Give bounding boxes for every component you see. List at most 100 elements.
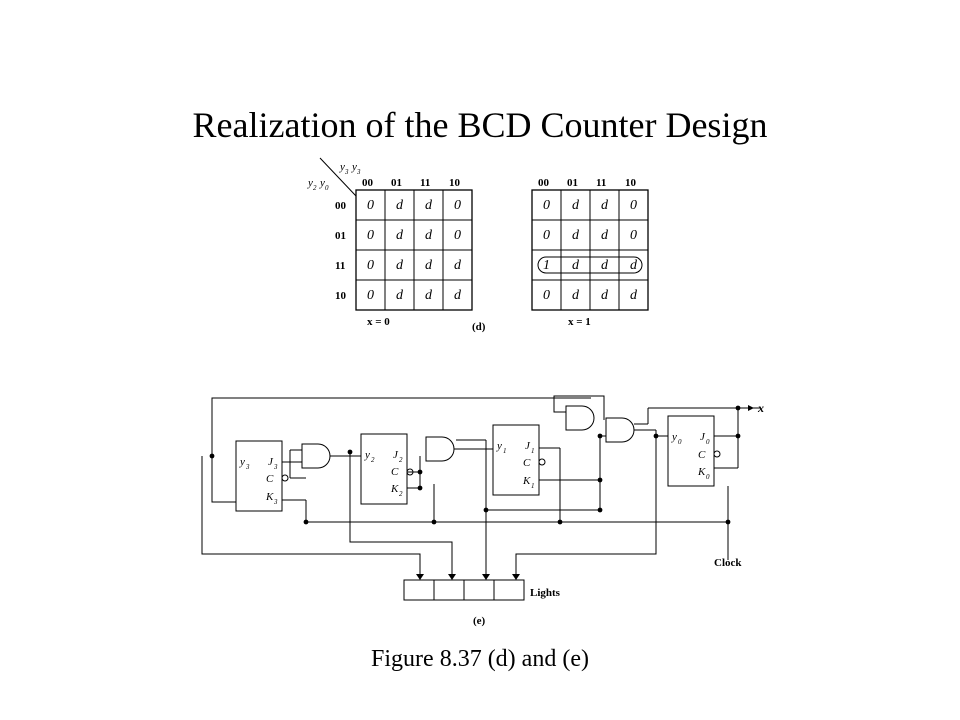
map0-cell: d: [454, 288, 462, 303]
svg-text:J: J: [700, 431, 706, 443]
figure-caption: Figure 8.37 (d) and (e): [371, 646, 589, 672]
map0-cell: d: [396, 258, 404, 273]
ff-labels: y 3 J 3 C K 3 y 2 J 2 C K 2 y 1 J 1 C K …: [239, 431, 710, 506]
svg-text:3: 3: [273, 498, 278, 506]
map1-cell: 1: [543, 258, 550, 273]
svg-text:2: 2: [371, 456, 375, 464]
kmap-var-y3: y: [339, 161, 345, 173]
kmap1-col-header: 11: [596, 177, 606, 189]
map0-cell: d: [454, 258, 462, 273]
kmap1-label: x = 1: [568, 316, 591, 328]
map0-cell: d: [425, 288, 433, 303]
kmap-var-y0: y: [319, 177, 325, 189]
part-label-d: (d): [472, 321, 486, 333]
svg-text:K: K: [390, 483, 399, 495]
map1-cell: d: [601, 198, 609, 213]
svg-text:K: K: [265, 491, 274, 503]
svg-text:y: y: [239, 456, 245, 468]
map0-cell: d: [425, 198, 433, 213]
map0-cell: 0: [367, 198, 374, 213]
kmap0-row-header: 01: [335, 230, 346, 242]
kmap0-row-header: 10: [335, 290, 347, 302]
map1-cell: d: [572, 258, 580, 273]
kmap0-col-header: 10: [449, 177, 461, 189]
kmap0-label: x = 0: [367, 316, 390, 328]
svg-text:y: y: [364, 449, 370, 461]
kmap0-col-header: 11: [420, 177, 430, 189]
svg-text:J: J: [268, 456, 274, 468]
and-gate-j3: [301, 443, 331, 469]
map1-cell: d: [601, 228, 609, 243]
map0-cell: d: [425, 258, 433, 273]
svg-text:C: C: [391, 466, 399, 478]
map0-cell: 0: [367, 258, 374, 273]
svg-text:0: 0: [678, 438, 682, 446]
map1-cell: d: [572, 198, 580, 213]
clock-label: Clock: [714, 557, 742, 569]
part-label-e: (e): [473, 615, 486, 627]
svg-text:K: K: [697, 466, 706, 478]
slide-title: Realization of the BCD Counter Design: [192, 105, 768, 145]
map0-cell: d: [396, 288, 404, 303]
svg-text:3: 3: [273, 463, 278, 471]
map1-cell: 0: [630, 198, 637, 213]
kmap1-col-header: 10: [625, 177, 637, 189]
kmap-corner: y 3 y 3 y 2 y 0: [307, 157, 361, 197]
flipflop-3: [235, 440, 283, 512]
kmap0-row-header: 00: [335, 200, 347, 212]
svg-text:K: K: [522, 475, 531, 487]
svg-text:0: 0: [706, 473, 710, 481]
and-gate-j1: [605, 417, 635, 443]
map1-cell: 0: [543, 228, 550, 243]
map1-cell: 0: [543, 198, 550, 213]
svg-text:C: C: [266, 473, 274, 485]
map1-cell: 0: [630, 228, 637, 243]
svg-text:y: y: [671, 431, 677, 443]
map1-cell: 0: [543, 288, 550, 303]
svg-text:C: C: [523, 457, 531, 469]
kmap-var-y2: y: [307, 177, 313, 189]
map1-cell: d: [572, 228, 580, 243]
flipflop-1: [492, 424, 540, 496]
svg-text:3: 3: [356, 168, 361, 176]
map1-cell: d: [572, 288, 580, 303]
svg-text:3: 3: [245, 463, 250, 471]
map0-cell: 0: [454, 198, 461, 213]
map1-cell: d: [601, 258, 609, 273]
and-gate-upper: [565, 405, 595, 431]
map0-cell: 0: [454, 228, 461, 243]
kmap0-col-header: 01: [391, 177, 402, 189]
svg-text:1: 1: [531, 482, 535, 490]
svg-text:0: 0: [325, 184, 329, 192]
kmap0-col-header: 00: [362, 177, 374, 189]
kmap1-col-header: 01: [567, 177, 578, 189]
svg-text:y: y: [496, 440, 502, 452]
map1-cell: d: [630, 258, 638, 273]
kmap1-grouping-loop: [537, 256, 643, 274]
svg-text:2: 2: [313, 184, 317, 192]
svg-text:2: 2: [399, 490, 403, 498]
svg-text:J: J: [525, 440, 531, 452]
input-x-label: x: [757, 401, 764, 415]
and-gate-j2: [425, 436, 455, 462]
lights-label: Lights: [530, 587, 561, 599]
map1-cell: d: [601, 288, 609, 303]
junction-dots: [209, 405, 741, 525]
map0-cell: 0: [367, 288, 374, 303]
flipflop-2: [360, 433, 408, 505]
svg-text:1: 1: [503, 447, 507, 455]
kmap1-col-header: 00: [538, 177, 550, 189]
svg-text:0: 0: [706, 438, 710, 446]
kmap0-row-header: 11: [335, 260, 345, 272]
svg-text:1: 1: [531, 447, 535, 455]
svg-text:J: J: [393, 449, 399, 461]
map0-cell: d: [396, 198, 404, 213]
svg-text:C: C: [698, 449, 706, 461]
map1-cell: d: [630, 288, 638, 303]
circuit: [201, 395, 760, 601]
map0-cell: d: [396, 228, 404, 243]
map0-cell: 0: [367, 228, 374, 243]
